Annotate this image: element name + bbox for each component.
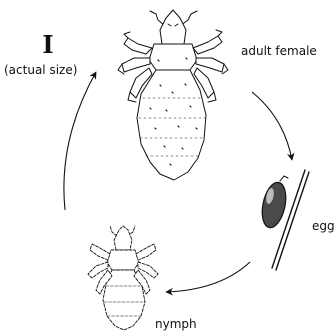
actual-size-scale-mark: I: [0, 33, 96, 57]
actual-size-caption: (actual size): [4, 64, 77, 76]
adult-female-label: adult female: [241, 45, 317, 57]
nymph-label: nymph: [155, 318, 197, 330]
arrow-nymph-to-adult: [64, 72, 96, 210]
arrow-egg-to-nymph: [166, 262, 250, 292]
arrow-adult-to-egg: [252, 92, 292, 160]
egg-on-hair-drawing: [258, 170, 309, 270]
egg-label: egg: [312, 220, 334, 232]
nymph-louse-drawing: [88, 226, 158, 330]
adult-female-louse-drawing: [118, 10, 228, 180]
